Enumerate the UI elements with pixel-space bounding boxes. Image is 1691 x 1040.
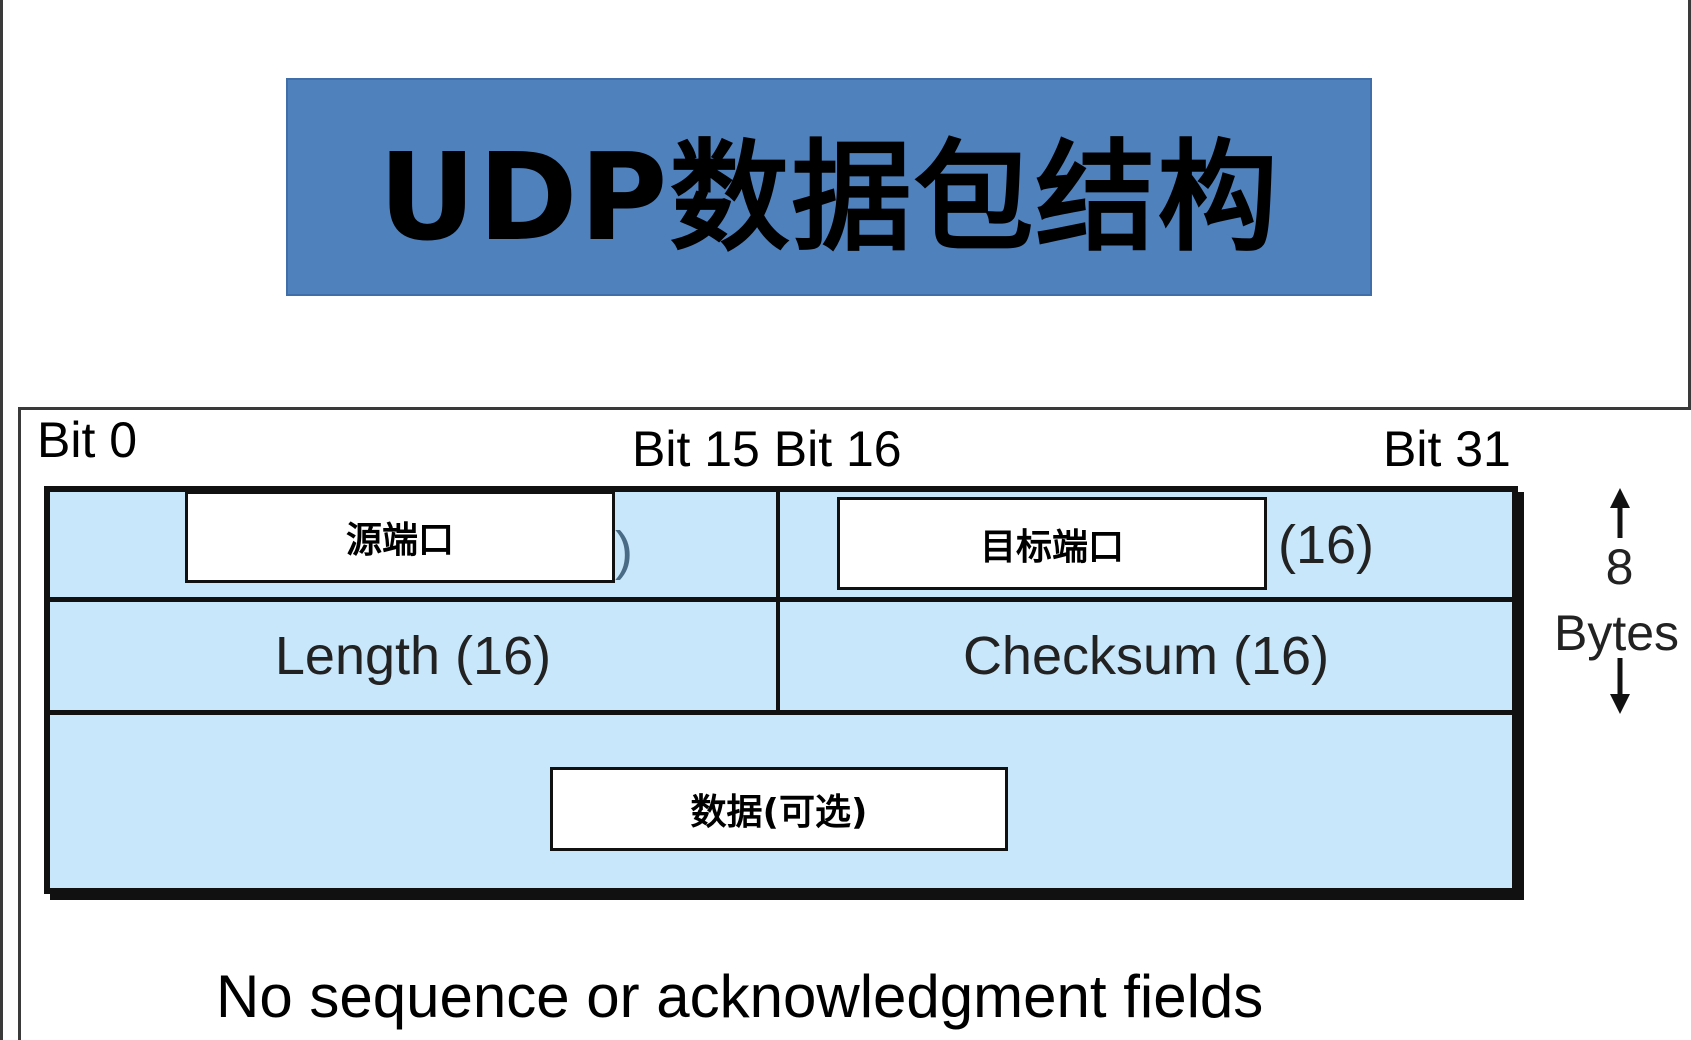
footer-note: No sequence or acknowledgment fields xyxy=(216,963,1264,1030)
source-port-partial-label: ) xyxy=(615,521,633,581)
size-annotation: 8 Bytes xyxy=(1548,486,1691,716)
length-field: Length (16) xyxy=(50,602,780,715)
bit-31-label: Bit 31 xyxy=(1383,421,1511,477)
destination-port-overlay-label: 目标端口 xyxy=(979,526,1124,568)
destination-port-overlay: 目标端口 xyxy=(837,497,1267,590)
length-label: Length (16) xyxy=(274,626,552,686)
size-unit: Bytes xyxy=(1554,605,1680,661)
checksum-label: Checksum (16) xyxy=(962,626,1330,686)
bit-0-label: Bit 0 xyxy=(37,412,138,468)
bit-15-16-label: Bit 15 Bit 16 xyxy=(632,421,902,477)
data-overlay: 数据(可选) xyxy=(550,767,1008,851)
source-port-overlay-label: 源端口 xyxy=(345,520,454,561)
destination-port-partial-label: (16) xyxy=(1278,515,1375,575)
title-banner: UDP数据包结构 xyxy=(286,78,1372,296)
up-down-arrow-icon xyxy=(1610,488,1630,714)
data-overlay-label: 数据(可选) xyxy=(690,792,868,833)
checksum-field: Checksum (16) xyxy=(780,602,1512,715)
slide-left-border xyxy=(0,0,3,1040)
size-value: 8 xyxy=(1605,539,1634,595)
source-port-overlay: 源端口 xyxy=(185,491,615,583)
page-title: UDP数据包结构 xyxy=(378,129,1280,268)
